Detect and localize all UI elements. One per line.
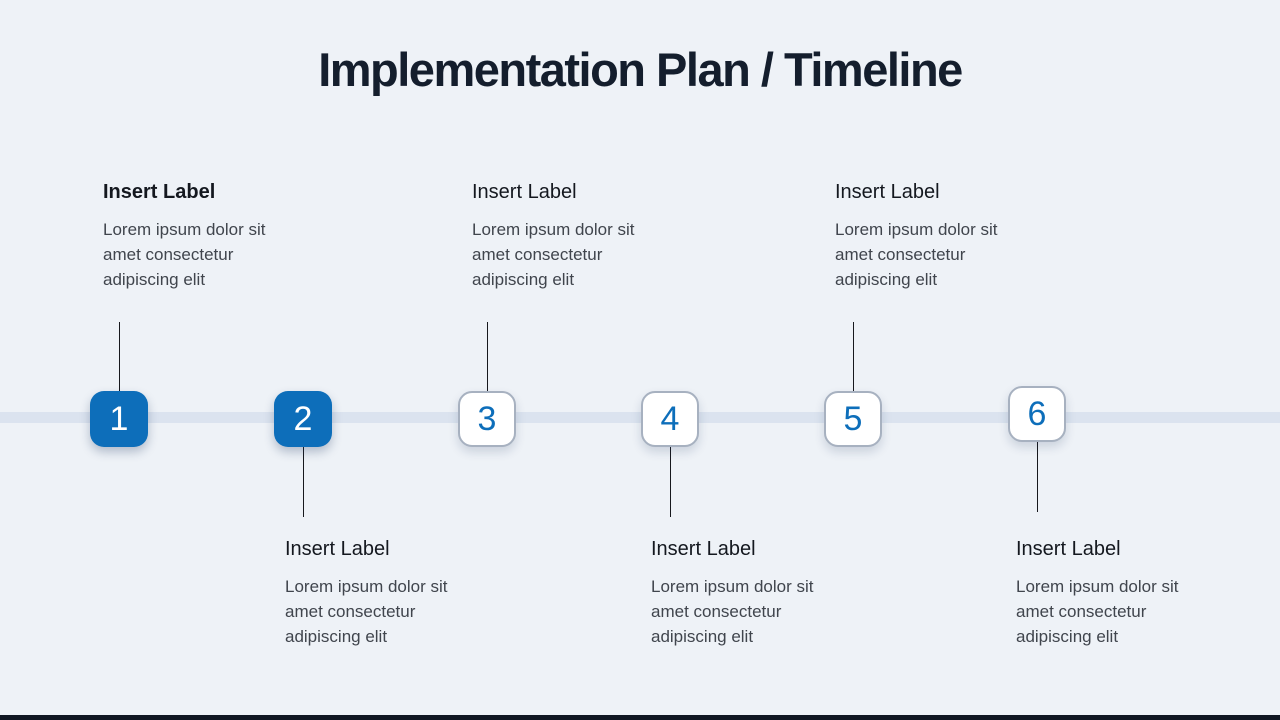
connector-line-3 <box>487 322 488 391</box>
timeline-marker-1: 1 <box>90 391 148 447</box>
marker-number: 3 <box>477 400 497 438</box>
label-description: Lorem ipsum dolor sit amet consectetur a… <box>285 577 448 646</box>
footer-accent-bar <box>0 715 1280 720</box>
connector-line-6 <box>1037 442 1038 512</box>
label-block-3: Insert Label Lorem ipsum dolor sit amet … <box>472 180 672 292</box>
slide-title: Implementation Plan / Timeline <box>318 43 963 96</box>
connector-line-5 <box>853 322 854 391</box>
label-description: Lorem ipsum dolor sit amet consectetur a… <box>1016 577 1179 646</box>
timeline-marker-5: 5 <box>824 391 882 447</box>
label-block-1: Insert Label Lorem ipsum dolor sit amet … <box>103 180 303 292</box>
label-heading: Insert Label <box>835 181 940 203</box>
label-heading: Insert Label <box>285 538 390 560</box>
timeline-marker-6: 6 <box>1008 386 1066 442</box>
connector-line-1 <box>119 322 120 391</box>
marker-number: 2 <box>293 400 313 438</box>
connector-line-2 <box>303 447 304 517</box>
timeline-marker-4: 4 <box>641 391 699 447</box>
label-description: Lorem ipsum dolor sit amet consectetur a… <box>472 220 635 289</box>
label-description: Lorem ipsum dolor sit amet consectetur a… <box>835 220 998 289</box>
marker-number: 5 <box>843 400 863 438</box>
timeline-marker-3: 3 <box>458 391 516 447</box>
label-block-2: Insert Label Lorem ipsum dolor sit amet … <box>285 537 485 649</box>
marker-number: 6 <box>1027 395 1047 433</box>
label-block-4: Insert Label Lorem ipsum dolor sit amet … <box>651 537 851 649</box>
label-heading: Insert Label <box>651 538 756 560</box>
label-heading: Insert Label <box>472 181 577 203</box>
connector-line-4 <box>670 447 671 517</box>
label-description: Lorem ipsum dolor sit amet consectetur a… <box>103 220 266 289</box>
label-heading: Insert Label <box>103 181 216 203</box>
timeline-marker-2: 2 <box>274 391 332 447</box>
marker-number: 1 <box>109 400 129 438</box>
marker-number: 4 <box>660 400 680 438</box>
label-block-5: Insert Label Lorem ipsum dolor sit amet … <box>835 180 1035 292</box>
timeline-band <box>0 412 1280 423</box>
label-description: Lorem ipsum dolor sit amet consectetur a… <box>651 577 814 646</box>
label-block-6: Insert Label Lorem ipsum dolor sit amet … <box>1016 537 1216 649</box>
label-heading: Insert Label <box>1016 538 1121 560</box>
